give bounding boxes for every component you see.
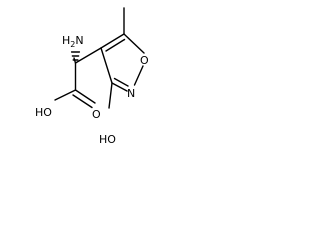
bond-o1-n2 [133, 65, 144, 86]
bonds [54, 7, 145, 109]
bond-carboxyl-oh [54, 89, 77, 101]
bond-carboxyl-o-double-a [74, 89, 96, 104]
bond-c3-c4 [100, 47, 113, 84]
bond-carboxyl-o-double-b [72, 94, 93, 109]
carboxyl-hydroxyl-label: HO [35, 106, 52, 119]
bond-alpha-ring [74, 47, 102, 64]
chemical-structure: H2N HO O O N HO [35, 7, 149, 146]
ring-nitrogen-label: N [127, 87, 135, 100]
bond-c4-c5 [100, 33, 125, 49]
amine-label: H2N [62, 34, 84, 49]
bond-n2-c3-inner [113, 77, 129, 87]
bond-c3-oh [108, 82, 113, 109]
ring-oxygen-label: O [140, 54, 149, 67]
bond-c4-c5-inner [105, 38, 126, 52]
bond-c5-o1 [123, 33, 145, 54]
stereo-bond-amine [70, 51, 81, 64]
carboxyl-oxygen-label: O [92, 108, 101, 121]
ring-hydroxyl-label: HO [99, 133, 116, 146]
atom-labels: H2N HO O O N HO [35, 34, 149, 146]
bond-n2-c3 [111, 82, 128, 92]
